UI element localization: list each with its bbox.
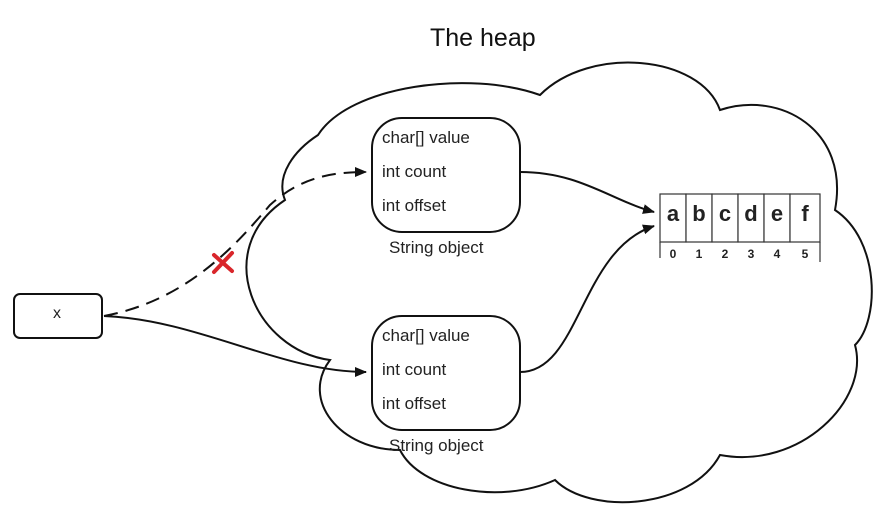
variable-label: x bbox=[53, 305, 61, 322]
object2-field-count: int count bbox=[382, 360, 447, 379]
array-char-1: b bbox=[692, 201, 706, 226]
heap-cloud bbox=[245, 61, 873, 504]
object1-field-value: char[] value bbox=[382, 128, 470, 147]
broken-reference-cross-icon bbox=[212, 251, 234, 274]
object2-caption: String object bbox=[389, 436, 484, 455]
array-char-2: c bbox=[718, 201, 732, 226]
array-index-0: 0 bbox=[669, 247, 677, 261]
page-title: The heap bbox=[430, 24, 536, 52]
array-char-3: d bbox=[744, 201, 758, 226]
value-arrow-1 bbox=[519, 171, 655, 214]
index-ticks bbox=[659, 242, 821, 262]
object1-field-count: int count bbox=[382, 162, 447, 181]
array-index-3: 3 bbox=[747, 247, 755, 261]
variable-box bbox=[13, 293, 103, 339]
object1-field-offset: int offset bbox=[382, 196, 446, 215]
array-char-5: f bbox=[801, 201, 809, 226]
object2-field-offset: int offset bbox=[382, 394, 446, 413]
array-char-4: e bbox=[770, 201, 784, 226]
char-array-cells bbox=[659, 193, 821, 243]
array-char-0: a bbox=[666, 201, 680, 226]
array-index-1: 1 bbox=[695, 247, 703, 261]
new-reference-arrow bbox=[103, 315, 367, 377]
array-index-2: 2 bbox=[721, 247, 729, 261]
old-reference-arrow bbox=[103, 167, 367, 317]
object1-caption: String object bbox=[389, 238, 484, 257]
array-index-4: 4 bbox=[773, 247, 781, 261]
array-index-5: 5 bbox=[801, 247, 809, 261]
string-object-box-1 bbox=[371, 117, 521, 233]
object2-field-value: char[] value bbox=[382, 326, 470, 345]
value-arrow-2 bbox=[519, 224, 655, 373]
